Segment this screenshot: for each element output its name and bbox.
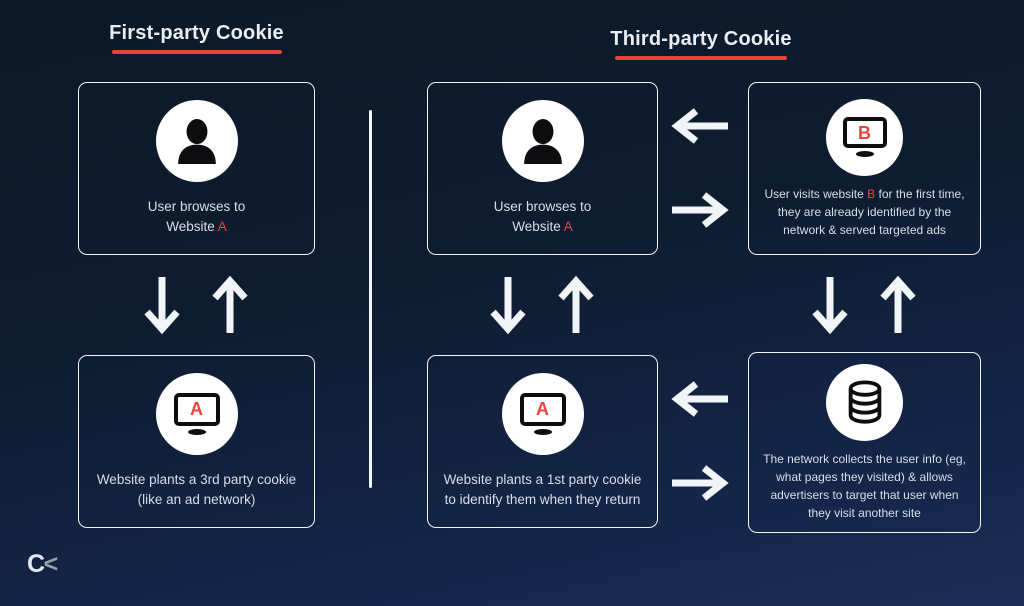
- caption-text: (like an ad network): [137, 492, 256, 507]
- caption-text: Website: [512, 219, 564, 234]
- caption-text: Website: [166, 219, 218, 234]
- brand-logo: C<: [27, 550, 59, 578]
- monitor-stand: [187, 428, 206, 435]
- network-exchange-arrows: [811, 274, 917, 336]
- database-glyph: [848, 380, 881, 424]
- caption-text: The network collects the user info (eg, …: [763, 451, 966, 520]
- card-caption: User visits website B for the first time…: [762, 185, 967, 239]
- first-party-title-text: First-party Cookie: [109, 22, 284, 44]
- screen-letter: A: [536, 399, 549, 420]
- arrow-up-icon: [558, 275, 594, 333]
- caption-text: Website plants a 1st party cookie: [443, 471, 642, 487]
- caption-text: to identify them when they return: [444, 492, 641, 507]
- section-title-first-party: First-party Cookie: [78, 22, 315, 54]
- user-icon: [501, 99, 584, 182]
- title-underline: [615, 56, 787, 60]
- card-tp-site-plants-cookie: A Website plants a 1st party cookie to i…: [427, 355, 658, 528]
- person-glyph: [523, 118, 562, 164]
- highlight-letter: A: [563, 219, 573, 234]
- person-glyph: [177, 118, 216, 164]
- tp-exchange-arrows: [489, 274, 595, 336]
- section-divider: [369, 110, 372, 488]
- card-network-collects-info: The network collects the user info (eg, …: [748, 352, 981, 533]
- third-party-title-text: Third-party Cookie: [610, 28, 792, 50]
- database-icon: [826, 363, 903, 441]
- card-caption: User browses to Website A: [494, 197, 592, 238]
- fp-exchange-arrows: [143, 274, 249, 336]
- arrow-down-icon: [144, 277, 180, 335]
- caption-line: Website A: [148, 217, 246, 237]
- caption-text: for the first time, they are already ide…: [777, 186, 965, 237]
- caption-line: (like an ad network): [97, 490, 296, 510]
- screen-letter: A: [190, 399, 203, 420]
- card-caption: User browses to Website A: [148, 197, 246, 238]
- monitor-stand: [855, 151, 874, 157]
- card-fp-site-plants-cookie: A Website plants a 3rd party cookie (lik…: [78, 355, 315, 528]
- caption-line: to identify them when they return: [444, 490, 642, 510]
- caption-text: User visits website: [764, 186, 868, 201]
- caption-line: User browses to: [494, 197, 592, 217]
- logo-chevron-icon: <: [43, 550, 59, 578]
- monitor-icon: A: [501, 372, 584, 455]
- arrow-left-icon: [671, 381, 728, 417]
- monitor-icon: A: [155, 372, 238, 455]
- highlight-letter: A: [217, 219, 227, 234]
- caption-line: Website plants a 3rd party cookie: [97, 470, 296, 490]
- caption-line: Website A: [494, 217, 592, 237]
- monitor-stand: [533, 428, 552, 435]
- arrow-right-icon: [672, 192, 729, 228]
- arrow-down-icon: [490, 277, 526, 335]
- monitor-icon: B: [826, 98, 903, 176]
- monitor-screen: A: [519, 392, 566, 426]
- arrow-up-icon: [880, 275, 916, 333]
- card-fp-user-browses: User browses to Website A: [78, 82, 315, 255]
- user-icon: [155, 99, 238, 182]
- monitor-screen: A: [173, 392, 220, 426]
- arrow-up-icon: [212, 275, 248, 333]
- card-tp-website-b: B User visits website B for the first ti…: [748, 82, 981, 255]
- arrow-left-icon: [671, 108, 728, 144]
- tp-top-exchange-arrows: [666, 106, 734, 230]
- section-title-third-party: Third-party Cookie: [601, 28, 801, 60]
- caption-text: User browses to: [493, 198, 592, 214]
- screen-letter: B: [858, 122, 871, 143]
- arrow-down-icon: [812, 277, 848, 335]
- caption-line: User browses to: [148, 197, 246, 217]
- card-caption: Website plants a 1st party cookie to ide…: [444, 470, 642, 511]
- card-caption: The network collects the user info (eg, …: [762, 450, 967, 522]
- caption-text: User browses to: [147, 198, 246, 214]
- caption-text: Website plants a 3rd party cookie: [96, 471, 297, 487]
- title-underline: [111, 50, 282, 54]
- highlight-letter: B: [867, 186, 876, 201]
- logo-letter: C: [27, 550, 45, 578]
- card-caption: Website plants a 3rd party cookie (like …: [97, 470, 296, 511]
- arrow-right-icon: [672, 465, 729, 501]
- monitor-screen: B: [842, 117, 887, 148]
- card-tp-user-browses: User browses to Website A: [427, 82, 658, 255]
- caption-line: Website plants a 1st party cookie: [444, 470, 642, 490]
- tp-bottom-exchange-arrows: [666, 379, 734, 503]
